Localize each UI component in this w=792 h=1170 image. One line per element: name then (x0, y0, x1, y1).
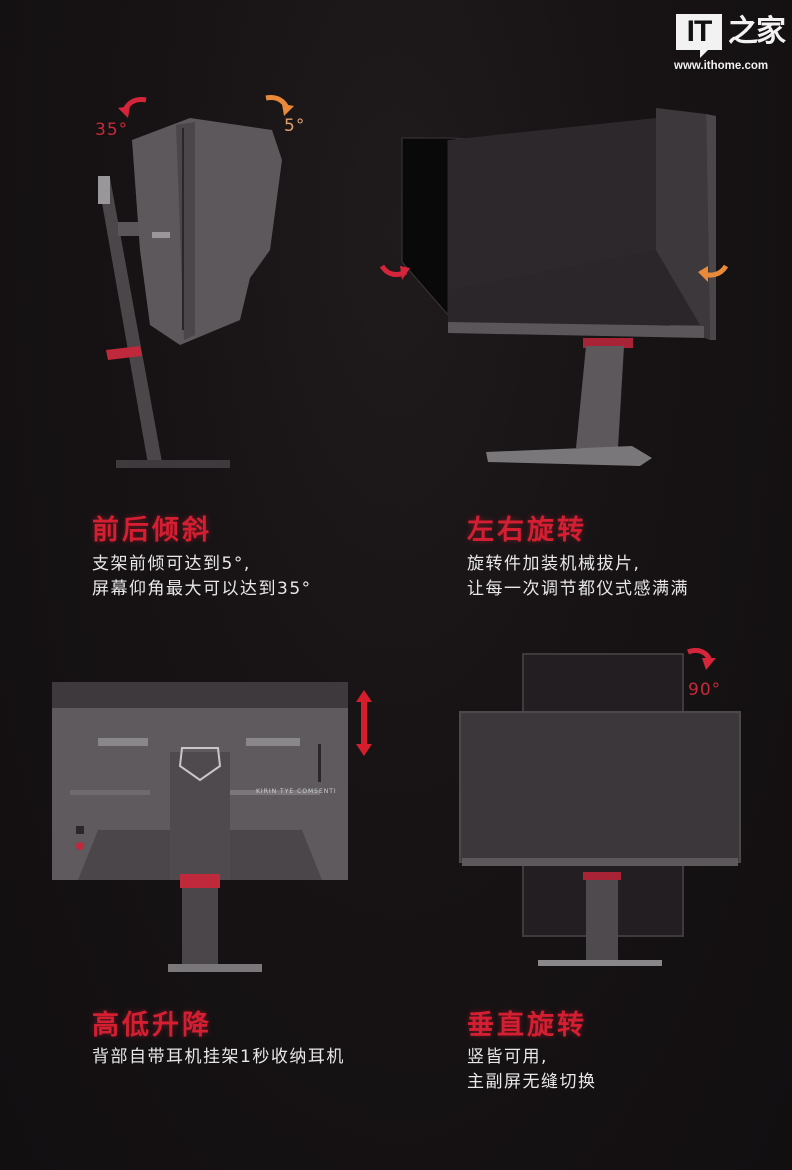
feature-desc-tilt-line1: 支架前倾可达到5°, (92, 554, 251, 574)
feature-desc-swivel-line1: 旋转件加装机械拔片, (467, 554, 641, 574)
tilt-back-arrow-icon (118, 97, 147, 118)
logo-chinese-text: 之家 (728, 14, 786, 49)
swivel-left-arrow-icon (379, 264, 410, 280)
feature-desc-swivel-line2: 让每一次调节都仪式感满满 (467, 579, 689, 599)
pivot-arrow-icon (687, 647, 716, 670)
logo-it-mark: IT (676, 14, 722, 58)
feature-title-tilt: 前后倾斜 (92, 515, 212, 546)
feature-desc-pivot-line1: 竖皆可用, (467, 1047, 548, 1067)
feature-title-height: 高低升降 (92, 1010, 212, 1041)
feature-title-pivot: 垂直旋转 (467, 1010, 587, 1041)
pivot-angle: 90° (688, 680, 722, 700)
feature-desc-pivot-line2: 主副屏无缝切换 (467, 1072, 597, 1092)
ithome-logo: IT 之家 www.ithome.com (672, 12, 786, 74)
tilt-front-arrow-icon (265, 95, 294, 116)
logo-url: www.ithome.com (674, 60, 769, 72)
tilt-front-angle: 5° (284, 116, 306, 136)
height-adjust-arrow-icon (356, 690, 372, 756)
monitor-back-label: KIRIN TYE COMSENTI (256, 788, 337, 795)
feature-desc-tilt-line2: 屏幕仰角最大可以达到35° (92, 579, 312, 599)
feature-desc-height-line1: 背部自带耳机挂架1秒收纳耳机 (92, 1047, 345, 1067)
feature-title-swivel: 左右旋转 (467, 515, 587, 546)
tilt-back-angle: 35° (95, 120, 129, 140)
swivel-right-arrow-icon (698, 264, 729, 282)
